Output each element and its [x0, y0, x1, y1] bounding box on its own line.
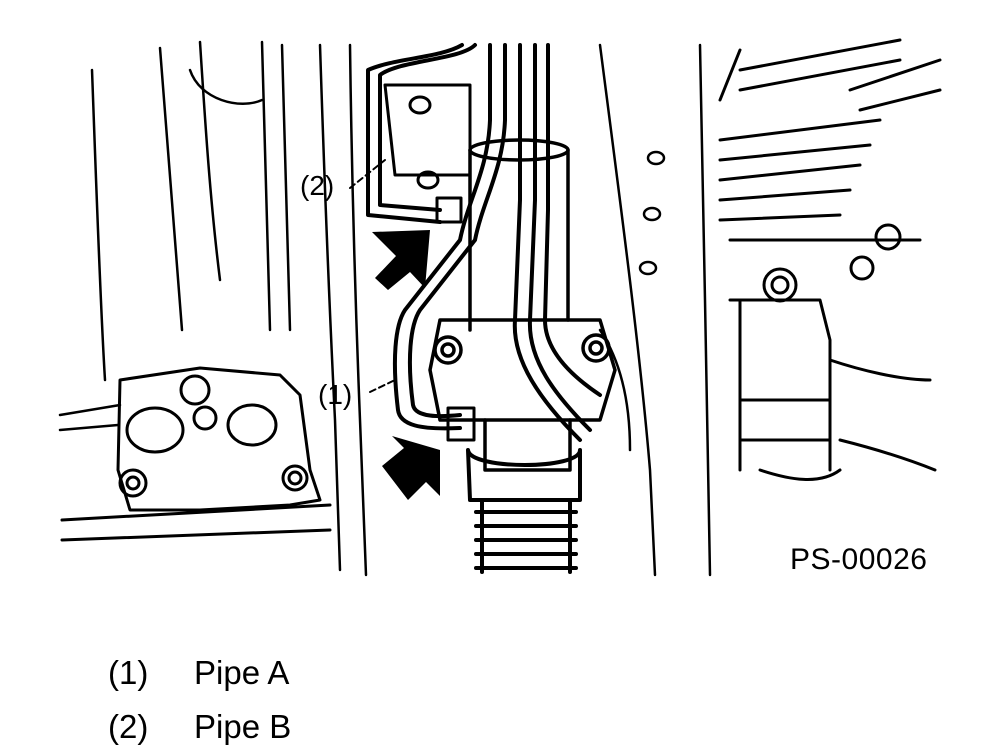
right-mechanism	[718, 38, 942, 481]
figure-code: PS-00026	[790, 543, 928, 576]
arrow-lower	[382, 436, 440, 500]
callout-two: (2)	[300, 170, 335, 201]
left-body-panel	[58, 40, 368, 577]
legend-item-pipe-a: (1) Pipe A	[108, 656, 289, 689]
legend-number: (2)	[108, 708, 149, 745]
center-right-panel	[598, 43, 712, 577]
legend-item-pipe-b: (2) Pipe B	[108, 710, 291, 743]
callout-leaders	[349, 159, 396, 393]
callout-one: (1)	[318, 379, 353, 410]
legend-label: Pipe A	[194, 654, 290, 691]
crossmember-bracket	[60, 366, 332, 542]
legend-label: Pipe B	[194, 708, 292, 745]
pipe-lines	[366, 43, 602, 442]
rack-boot	[466, 448, 582, 574]
arrow-upper	[372, 230, 430, 290]
line-drawing	[58, 38, 942, 577]
legend-number: (1)	[108, 654, 149, 691]
gearbox-housing	[428, 138, 617, 472]
steering-gearbox-illustration: (2) (1) PS-00026	[58, 38, 942, 577]
